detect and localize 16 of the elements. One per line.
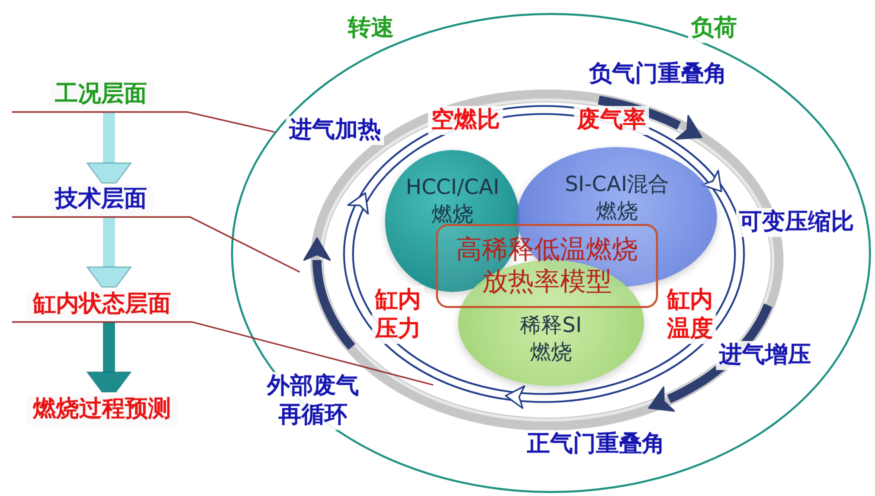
level-label: 工况层面 <box>49 80 153 110</box>
leader-line <box>12 216 300 273</box>
leader-line <box>12 321 434 386</box>
combustion-label: HCCI/CAI燃烧 <box>404 174 500 228</box>
combustion-label: 稀释SI燃烧 <box>519 312 583 366</box>
combustion-label: SI-CAI混合燃烧 <box>564 171 670 226</box>
parameter-label: 缸内温度 <box>664 286 716 344</box>
parameter-label: 进气加热 <box>286 116 384 145</box>
level-label: 燃烧过程预测 <box>27 395 177 425</box>
parameter-label: 废气率 <box>574 106 649 135</box>
model-box <box>436 224 658 308</box>
leader-line <box>12 111 275 133</box>
parameter-label: 空燃比 <box>428 106 503 135</box>
parameter-label: 转速 <box>345 14 397 43</box>
level-label: 缸内状态层面 <box>27 290 177 320</box>
level-label: 技术层面 <box>49 185 153 215</box>
